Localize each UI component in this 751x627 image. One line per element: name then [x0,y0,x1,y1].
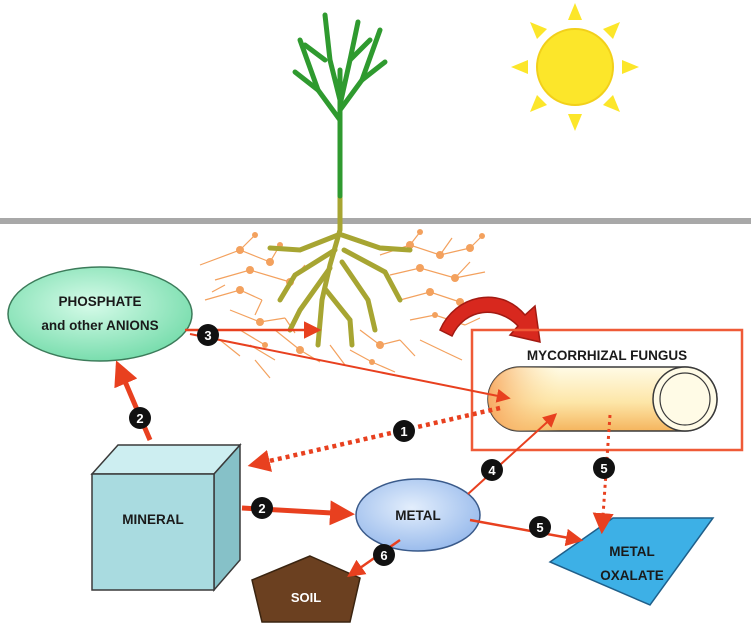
phosphate-label-line1: PHOSPHATE [58,294,141,309]
svg-text:5: 5 [600,461,607,476]
metal-label: METAL [395,508,441,523]
step-badge-2-phosphate: 2 [129,407,151,429]
phosphate-label-line2: and other ANIONS [41,318,158,333]
step-badge-5-metal: 5 [529,516,551,538]
fungus-label: MYCORRHIZAL FUNGUS [527,348,687,363]
svg-text:6: 6 [380,548,387,563]
oxalate-label-line2: OXALATE [600,568,664,583]
step-badge-6: 6 [373,544,395,566]
step-badge-3: 3 [197,324,219,346]
svg-text:3: 3 [204,328,211,343]
arrow-1-mineral [247,405,501,472]
plant-stem [292,12,388,199]
hyphae-tips [236,229,485,365]
step-badge-2-metal: 2 [251,497,273,519]
mineral-node: MINERAL [90,443,242,593]
step-badge-1: 1 [393,420,415,442]
svg-text:1: 1 [400,424,407,439]
arrow-4-fungus [467,413,558,495]
oxalate-label-line1: METAL [609,544,655,559]
svg-text:2: 2 [258,501,265,516]
svg-text:2: 2 [136,411,143,426]
svg-text:4: 4 [488,463,496,478]
svg-text:5: 5 [536,520,543,535]
arrow-3-fungus [189,333,511,403]
step-badges: 3 2 1 2 4 5 5 6 [129,324,615,566]
soil-node: SOIL [251,555,361,623]
root-system [267,192,413,348]
fungus-box: MYCORRHIZAL FUNGUS [470,328,744,452]
fungus-hypha-tube [487,366,718,432]
soil-label: SOIL [291,590,321,605]
step-badge-5-dotted: 5 [593,457,615,479]
oxalate-node: METAL OXALATE [548,517,715,606]
ground-line [0,218,751,224]
metal-node: METAL [355,478,481,552]
step-badge-4: 4 [481,459,503,481]
phosphate-node: PHOSPHATE and other ANIONS [7,266,193,362]
arrow-5-oxalate [469,518,584,547]
mineral-label: MINERAL [122,512,184,527]
sun-icon [511,3,639,131]
association-arrow [439,296,541,343]
arrow-2-phosphate [114,360,153,441]
